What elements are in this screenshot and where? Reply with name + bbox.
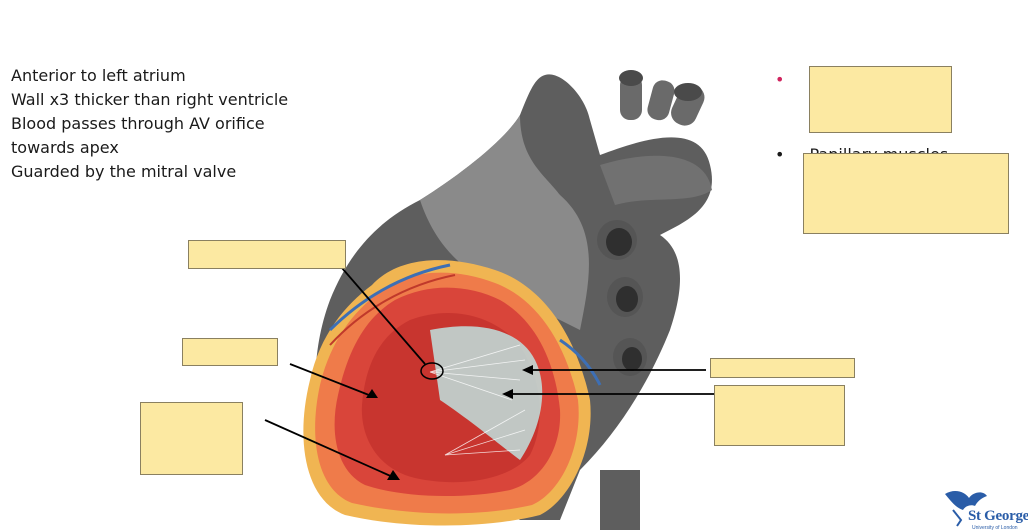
label-box-left-bottom[interactable] bbox=[140, 402, 243, 475]
label-box-top-right[interactable] bbox=[809, 66, 952, 133]
label-box-valve[interactable] bbox=[188, 240, 346, 269]
logo-subtitle: University of London bbox=[972, 525, 1018, 531]
label-box-papillary[interactable] bbox=[803, 153, 1009, 234]
logo-name: St George's bbox=[968, 508, 1028, 525]
label-box-right-middle[interactable] bbox=[710, 358, 855, 378]
label-box-right-bottom[interactable] bbox=[714, 385, 845, 446]
label-box-left-middle[interactable] bbox=[182, 338, 278, 366]
